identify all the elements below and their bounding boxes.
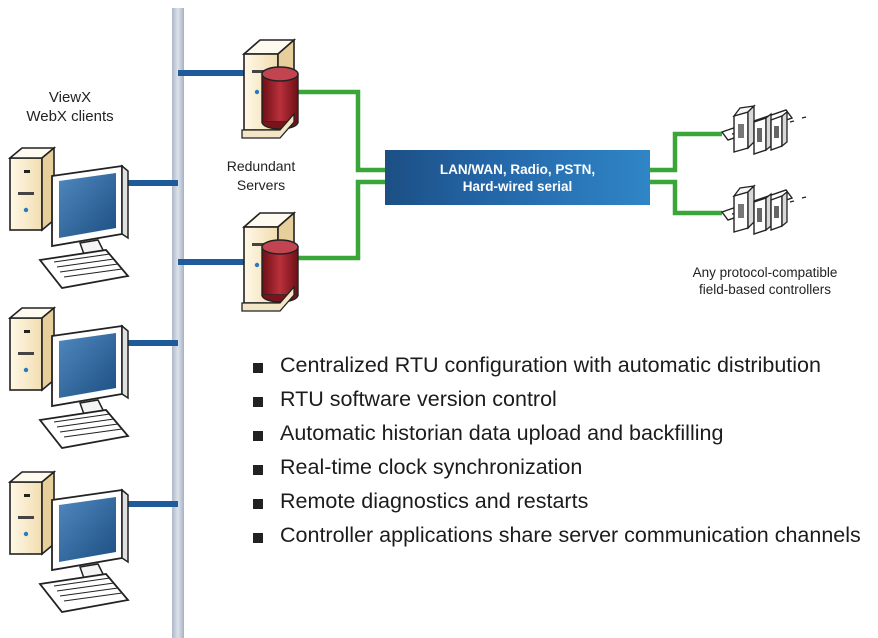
clients-label-line: WebX clients: [26, 108, 114, 125]
feature-item: RTU software version control: [252, 386, 872, 412]
controllers-label-line: field-based controllers: [698, 282, 832, 297]
workstation-icon: [9, 471, 129, 613]
network-box: LAN/WAN, Radio, PSTN, Hard-wired serial: [385, 150, 650, 205]
servers-label-line: Redundant: [226, 158, 296, 174]
controllers-label: Any protocol-compatible field-based cont…: [660, 264, 870, 298]
workstation-icon: [9, 307, 129, 449]
field-controller-icon: [721, 185, 807, 235]
server-links: [178, 70, 250, 265]
feature-item: Remote diagnostics and restarts: [252, 488, 872, 514]
field-controller-icon: [721, 105, 807, 155]
clients-label: ViewX WebX clients: [10, 88, 130, 126]
server-icon: [241, 212, 299, 312]
network-label-line: Hard-wired serial: [462, 178, 573, 194]
feature-item: Real-time clock synchronization: [252, 454, 872, 480]
feature-item: Centralized RTU configuration with autom…: [252, 352, 872, 378]
feature-item: Controller applications share server com…: [252, 522, 872, 548]
feature-item: Automatic historian data upload and back…: [252, 420, 872, 446]
network-label-line: LAN/WAN, Radio, PSTN,: [439, 161, 596, 177]
clients-label-line: ViewX: [48, 89, 92, 106]
servers-label-line: Servers: [236, 177, 286, 193]
feature-list: Centralized RTU configuration with autom…: [252, 352, 872, 556]
server-icon: [241, 39, 299, 139]
workstation-icon: [9, 147, 129, 289]
network-links: [294, 89, 722, 261]
network-backbone: [172, 8, 184, 638]
controllers-label-line: Any protocol-compatible: [692, 265, 838, 280]
servers-label: Redundant Servers: [206, 157, 316, 195]
